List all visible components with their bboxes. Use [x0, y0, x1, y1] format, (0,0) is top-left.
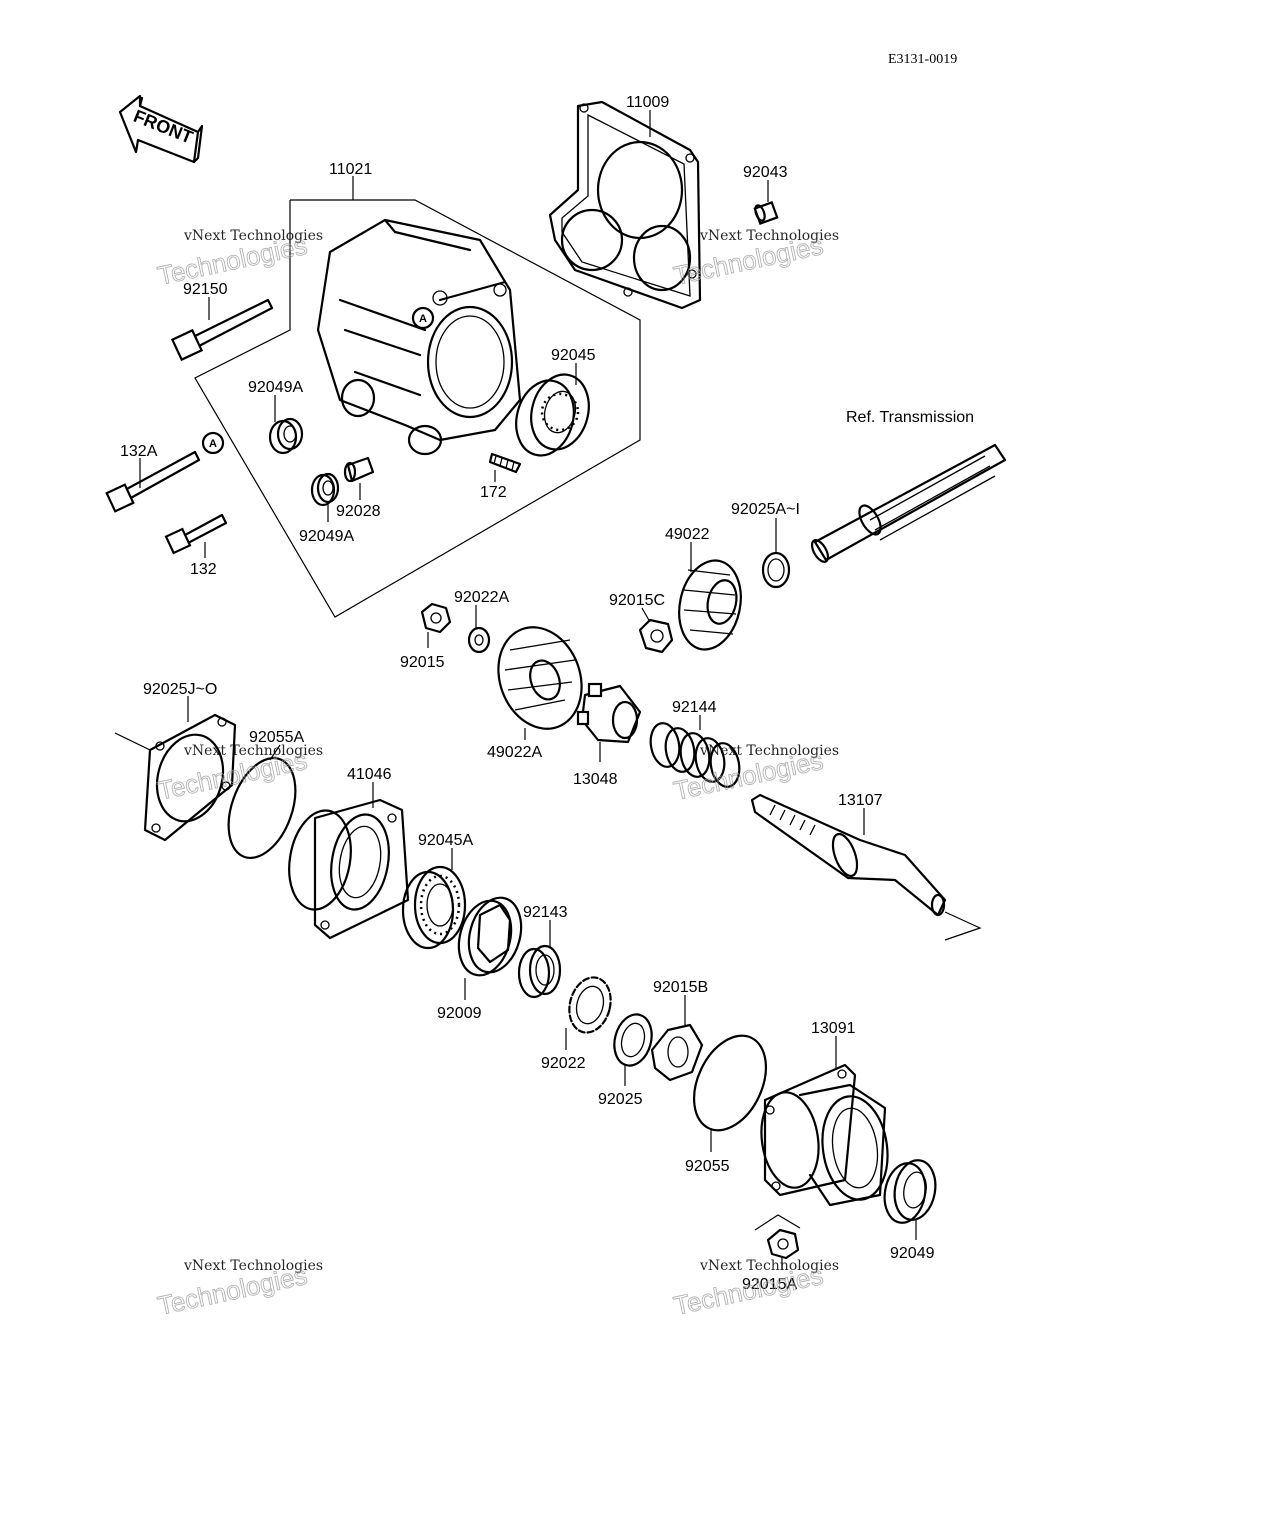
watermark-bottom-left: vNext Technologies Technologies: [155, 1258, 324, 1321]
watermark-bottom-right: vNext Technologies Technologies: [671, 1258, 840, 1321]
nut-92015a: [766, 1228, 800, 1260]
bevel-gear-49022: [678, 559, 742, 651]
label-92025a-i: 92025A~I: [731, 501, 800, 518]
bevel-gear-49022a: [497, 626, 583, 730]
label-92043: 92043: [743, 164, 788, 181]
label-92143: 92143: [523, 904, 568, 921]
label-92009: 92009: [437, 1005, 482, 1022]
label-92045a: 92045A: [418, 832, 473, 849]
housing-assembly-bracket: [194, 199, 641, 618]
washer-92022a: [467, 626, 491, 654]
label-13107: 13107: [838, 792, 883, 809]
svg-text:vNext Technologies: vNext Technologies: [183, 1258, 323, 1274]
dowel-pin: [753, 200, 779, 226]
svg-text:A: A: [419, 313, 427, 325]
svg-text:vNext Technologies: vNext Technologies: [699, 1258, 839, 1274]
label-92015a: 92015A: [742, 1276, 797, 1293]
part-labels: 11009 92043 11021 92150 92045 92049A Ref…: [120, 94, 974, 1293]
label-41046: 41046: [347, 766, 392, 783]
cover-housing-13091: [760, 1063, 889, 1207]
label-11009: 11009: [626, 94, 669, 111]
oil-seal-92049a-upper: [268, 417, 304, 455]
stud-172: [488, 452, 522, 474]
label-92049a-lower: 92049A: [299, 528, 354, 545]
marker-a-lower: A: [201, 431, 225, 455]
label-92028: 92028: [336, 503, 381, 520]
washer-92025: [613, 1013, 653, 1067]
dog-clutch-13048: [576, 682, 642, 744]
label-92055: 92055: [685, 1158, 730, 1175]
label-92015: 92015: [400, 654, 445, 671]
svg-text:vNext Technologies: vNext Technologies: [183, 228, 323, 244]
watermark-top-right: vNext Technologies Technologies: [671, 228, 840, 291]
drive-shaft-13107: [750, 793, 947, 917]
svg-text:A: A: [209, 438, 217, 450]
label-92049a-upper: 92049A: [248, 379, 303, 396]
ball-bearing-92045: [515, 373, 590, 457]
leader-lines: [139, 110, 917, 1270]
nut-axis-marker: [754, 1214, 801, 1231]
diagram-code: E3131-0019: [888, 52, 957, 67]
front-arrow-icon: FRONT: [118, 94, 204, 164]
marker-a-upper: A: [411, 306, 435, 330]
gasket-axis-marker: [114, 732, 151, 751]
gasket-92025j-o: [143, 713, 237, 842]
label-132a: 132A: [120, 443, 158, 460]
label-92049: 92049: [890, 1245, 935, 1262]
label-92022a: 92022A: [454, 589, 509, 606]
label-49022: 49022: [665, 526, 710, 543]
o-ring-92055a: [227, 756, 297, 860]
label-92150: 92150: [183, 281, 228, 298]
svg-text:vNext Technologies: vNext Technologies: [183, 743, 323, 759]
gear-case-housing: [316, 218, 522, 456]
watermark-mid-left: vNext Technologies Technologies: [155, 743, 324, 806]
lock-washer-92022: [568, 976, 612, 1034]
label-13091: 13091: [811, 1020, 856, 1037]
label-49022a: 49022A: [487, 744, 542, 761]
label-132: 132: [190, 561, 217, 578]
shaft-axis-marker: [944, 911, 982, 941]
bearing-housing-41046: [288, 798, 410, 940]
ball-bearing-92045a: [401, 865, 467, 950]
label-92015b: 92015B: [653, 979, 708, 996]
label-92015c: 92015C: [609, 592, 665, 609]
collar-92143: [517, 944, 562, 999]
label-92025: 92025: [598, 1091, 643, 1108]
oil-seal-92049a-lower: [310, 472, 340, 507]
label-92025j-o: 92025J~O: [143, 681, 217, 698]
label-11021: 11021: [329, 161, 372, 178]
coil-spring-92144: [649, 722, 741, 788]
shim-92025a-i: [761, 551, 791, 589]
bolt-132: [164, 513, 228, 555]
bolt-132a: [105, 450, 201, 513]
label-ref-transmission: Ref. Transmission: [846, 409, 974, 426]
collar-92028: [343, 456, 375, 483]
transmission-output-shaft: [810, 443, 1007, 563]
nut-92015: [420, 602, 452, 634]
oil-seal-92049: [883, 1159, 937, 1224]
o-ring-92055: [693, 1034, 767, 1132]
watermark-top-left: vNext Technologies Technologies: [155, 228, 324, 291]
label-13048: 13048: [573, 771, 618, 788]
nut-92015c: [638, 618, 674, 654]
label-92045: 92045: [551, 347, 596, 364]
svg-text:vNext Technologies: vNext Technologies: [699, 743, 839, 759]
svg-text:vNext Technologies: vNext Technologies: [699, 228, 839, 244]
ring-nut-92009: [457, 896, 523, 977]
label-172: 172: [480, 484, 507, 501]
label-92055a: 92055A: [249, 729, 304, 746]
long-bolt: [170, 298, 274, 362]
label-92022: 92022: [541, 1055, 586, 1072]
label-92144: 92144: [672, 699, 717, 716]
cover-gasket: [548, 100, 702, 310]
nut-92015b: [650, 1023, 704, 1082]
